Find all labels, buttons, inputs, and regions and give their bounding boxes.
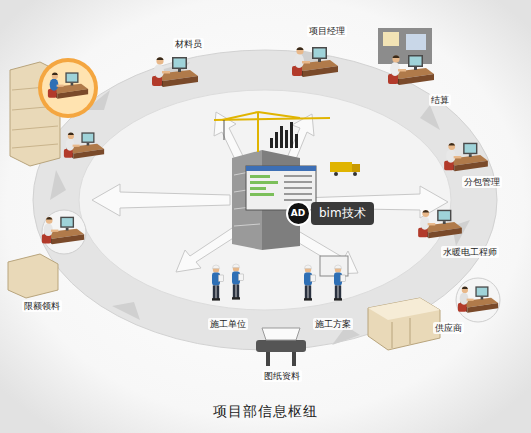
node-text: bim技术 [319,205,366,222]
role-label: 水暖电工程师 [441,246,499,258]
diagram-title: 项目部信息枢纽 [213,402,318,420]
role-label: 分包管理 [462,176,502,188]
process-box: bim技术 [311,202,374,225]
role-label: 施工方案 [313,318,353,330]
role-label: 材料员 [173,38,204,50]
role-label: 施工单位 [208,318,248,330]
role-label: 项目经理 [307,25,347,37]
badge-circle: AD [286,201,311,226]
role-label: 限额领料 [22,300,62,312]
role-label: 图纸资料 [262,370,302,382]
role-label: 结算 [429,94,451,106]
node-text: AD [291,208,305,218]
role-label: 供应商 [433,322,464,334]
